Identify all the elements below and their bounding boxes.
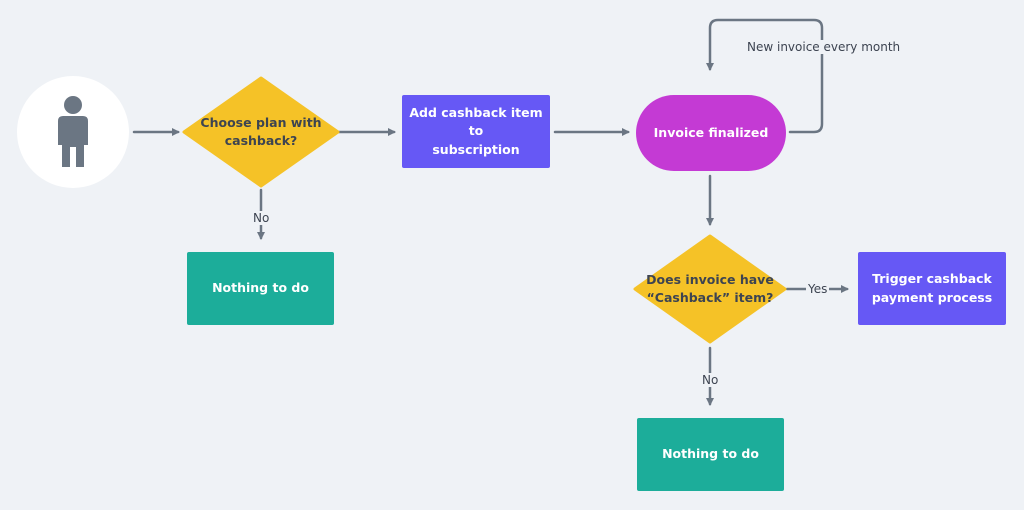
user-actor: [17, 76, 129, 188]
decision-does-invoice-have: [633, 234, 787, 344]
trigger-cashback-label: Trigger cashback payment process: [871, 271, 993, 305]
end-nothing-to-do-1: [187, 252, 334, 325]
choose-plan-label: Choose plan with cashback?: [200, 114, 322, 148]
edge-label-no-1: No: [251, 211, 272, 225]
process-add-cashback: [402, 95, 550, 168]
edge-label-loop: New invoice every month: [745, 40, 903, 54]
person-icon: [58, 96, 88, 167]
end-nothing-to-do-2: [637, 418, 784, 491]
nothing-to-do-label-2: Nothing to do: [662, 446, 759, 462]
process-trigger-cashback: [858, 252, 1006, 325]
does-invoice-have-label: Does invoice have “Cashback” item?: [646, 271, 774, 305]
edge-loop-monthly: [706, 18, 824, 134]
edge-label-no-2: No: [700, 373, 721, 387]
add-cashback-label: Add cashback item to subscription: [409, 105, 543, 157]
invoice-finalized-label: Invoice finalized: [653, 124, 769, 140]
terminal-invoice-finalized: [636, 95, 786, 171]
edge-label-yes: Yes: [806, 282, 830, 296]
nothing-to-do-label-1: Nothing to do: [212, 280, 309, 296]
decision-choose-plan: [182, 76, 340, 188]
